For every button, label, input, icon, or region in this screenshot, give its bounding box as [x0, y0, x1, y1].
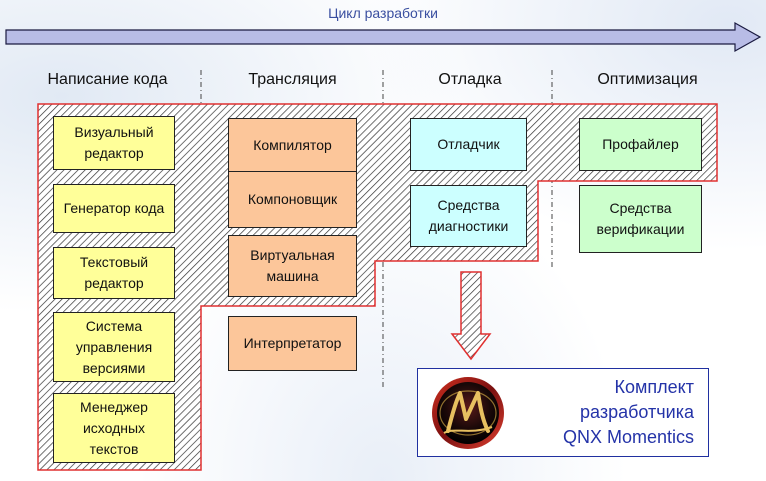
compiler-box: Компилятор: [228, 118, 357, 172]
development-cycle-label: Цикл разработки: [328, 5, 438, 21]
verification-box: Средства верификации: [579, 185, 702, 253]
qnx-title-line2: разработчика: [580, 402, 694, 422]
stage-coding: Написание кода: [47, 71, 168, 88]
linker-box: Компоновщик: [228, 171, 357, 228]
interpreter-box: Интерпретатор: [228, 316, 357, 371]
diagnostics-box: Средства диагностики: [410, 185, 527, 247]
qnx-title-line3: QNX Momentics: [562, 427, 694, 447]
source-manager-box: Менеджер исходных текстов: [53, 393, 175, 463]
profiler-box: Профайлер: [579, 118, 702, 171]
momentics-logo-icon: [432, 377, 504, 449]
debugger-box: Отладчик: [410, 118, 527, 171]
version-control-box: Система управления версиями: [53, 312, 175, 382]
stage-optimization: Оптимизация: [597, 71, 698, 88]
qnx-momentics-box: Комплект разработчика QNX Momentics: [417, 368, 709, 457]
stage-debugging: Отладка: [438, 71, 502, 88]
stage-translation: Трансляция: [248, 71, 337, 88]
hatched-scope-region: [37, 103, 718, 471]
development-cycle-arrow: [5, 21, 762, 53]
qnx-title-line1: Комплект: [614, 377, 694, 397]
text-editor-box: Текстовый редактор: [53, 247, 175, 299]
virtual-machine-box: Виртуальная машина: [228, 235, 357, 297]
visual-editor-box: Визуальный редактор: [53, 116, 175, 170]
down-arrow: [450, 271, 492, 361]
code-generator-box: Генератор кода: [53, 184, 175, 233]
